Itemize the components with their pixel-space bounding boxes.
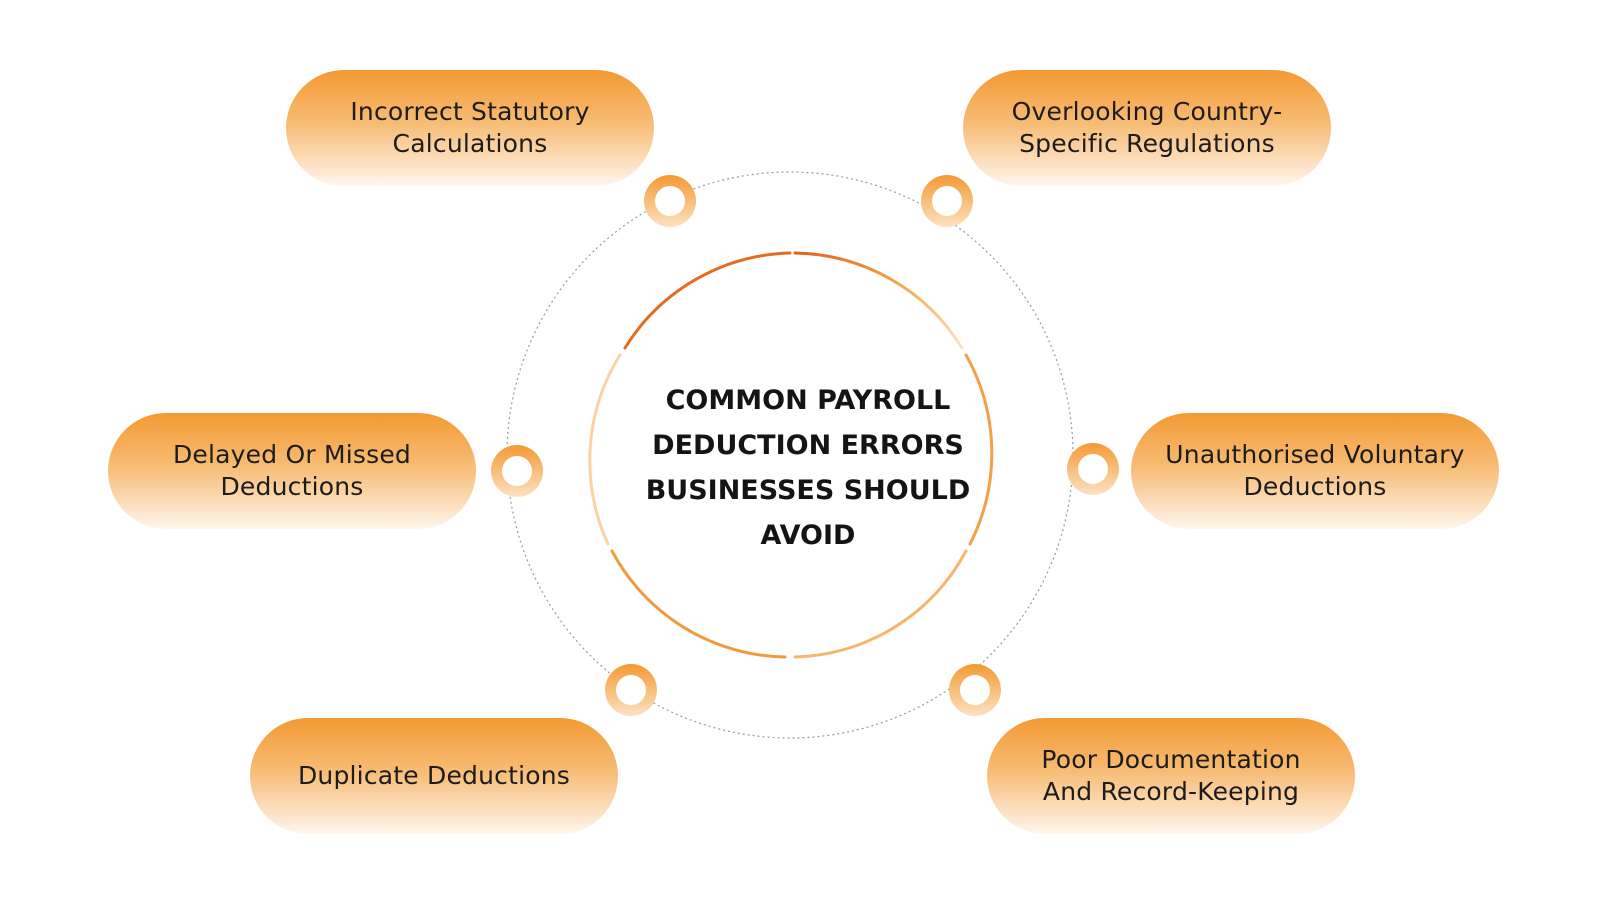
node-left: [491, 445, 543, 497]
item-label: Delayed Or Missed Deductions: [172, 440, 411, 501]
inner-ring-arc-bottom-left: [610, 549, 787, 659]
inner-ring-arc-top-right: [793, 251, 964, 350]
inner-ring-arc-right: [964, 353, 994, 546]
node-bottom-right: [949, 664, 1001, 716]
node-right: [1067, 443, 1119, 495]
item-pill-bottom-left: Duplicate Deductions: [250, 718, 618, 834]
item-label: Overlooking Country-Specific Regulations: [1011, 97, 1283, 158]
item-label: Poor Documentation And Record-Keeping: [1041, 745, 1301, 806]
inner-ring-arc-top-left: [623, 251, 792, 350]
inner-ring-arc-bottom-right: [793, 549, 968, 659]
item-label: Duplicate Deductions: [297, 761, 571, 790]
node-top-right: [921, 175, 973, 227]
item-pill-top-left: Incorrect Statutory Calculations: [286, 70, 654, 186]
inner-ring-arc-left: [588, 353, 622, 546]
node-top-left: [644, 175, 696, 227]
item-label: Unauthorised Voluntary Deductions: [1165, 440, 1465, 501]
item-pill-middle-left: Delayed Or Missed Deductions: [108, 413, 476, 529]
center-title: COMMON PAYROLL DEDUCTION ERRORS BUSINESS…: [645, 385, 971, 551]
item-label: Incorrect Statutory Calculations: [350, 97, 590, 158]
inner-ring: [588, 251, 994, 659]
item-pill-middle-right: Unauthorised Voluntary Deductions: [1131, 413, 1499, 529]
item-pill-bottom-right: Poor Documentation And Record-Keeping: [987, 718, 1355, 834]
item-pill-top-right: Overlooking Country-Specific Regulations: [963, 70, 1331, 186]
node-bottom-left: [605, 664, 657, 716]
